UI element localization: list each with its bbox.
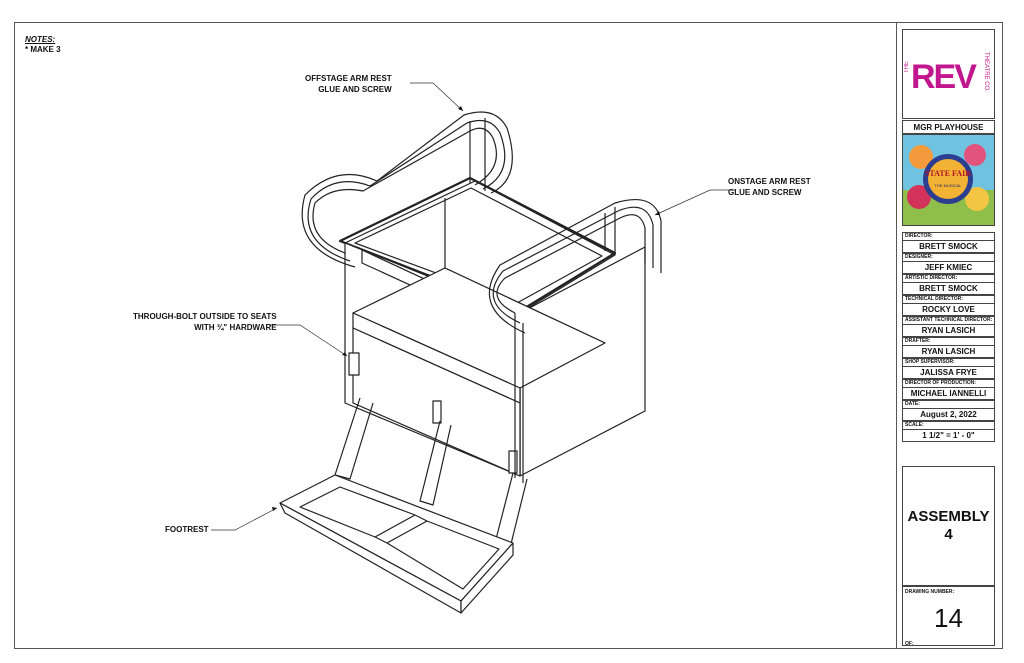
- drawing-area: NOTES: * MAKE 3: [15, 23, 897, 648]
- credit-label: DIRECTOR OF PRODUCTION:: [902, 379, 995, 387]
- credit-value: MICHAEL IANNELLI: [902, 387, 995, 400]
- credit-value: JALISSA FRYE: [902, 366, 995, 379]
- assembly-title: ASSEMBLY 4: [902, 466, 995, 586]
- drawing-number: 14: [934, 603, 963, 633]
- credit-value: RYAN LASICH: [902, 324, 995, 337]
- offstage-arm-rest: [312, 127, 497, 255]
- onstage-arm-rest: [496, 214, 646, 314]
- poster-subtitle: THE MUSICAL: [935, 183, 963, 188]
- credit-label: ARTISTIC DIRECTOR:: [902, 274, 995, 282]
- credit-value: RYAN LASICH: [902, 345, 995, 358]
- callout-through-bolt: THROUGH-BOLT OUTSIDE TO SEATS WITH ¾" HA…: [133, 312, 277, 332]
- poster-title: STATE FAIR: [925, 169, 971, 178]
- credit-label: SCALE:: [902, 421, 995, 429]
- venue-name: MGR PLAYHOUSE: [902, 120, 995, 134]
- logo-suffix: THEATRE CO.: [983, 52, 989, 92]
- credit-label: DATE:: [902, 400, 995, 408]
- credit-value: BRETT SMOCK: [902, 282, 995, 295]
- of-label: OF:: [905, 641, 914, 647]
- credit-label: SHOP SUPERVISOR:: [902, 358, 995, 366]
- leader-through-bolt: [269, 324, 348, 357]
- logo-prefix: THE: [904, 61, 910, 73]
- left-leg: [334, 397, 374, 480]
- drawing-number-box: DRAWING NUMBER: 14: [902, 586, 995, 646]
- center-leg: [419, 420, 452, 506]
- drawing-number-label: DRAWING NUMBER:: [905, 589, 955, 595]
- credit-value: 1 1/2" = 1' - 0": [902, 429, 995, 442]
- notes-heading: NOTES:: [25, 35, 56, 44]
- logo-main-text: REV: [911, 58, 977, 96]
- credit-value: JEFF KMIEC: [902, 261, 995, 274]
- notes-block: NOTES: * MAKE 3: [25, 35, 61, 55]
- credit-value: BRETT SMOCK: [902, 240, 995, 253]
- drawing-sheet: NOTES: * MAKE 3: [14, 22, 1003, 649]
- poster-artwork: STATE FAIR THE MUSICAL: [903, 135, 994, 225]
- footrest-inner-right: [386, 520, 500, 590]
- credit-value: August 2, 2022: [902, 408, 995, 421]
- callout-offstage-arm-rest: OFFSTAGE ARM REST GLUE AND SCREW: [305, 74, 392, 94]
- company-logo: THE REV THEATRE CO.: [902, 29, 995, 119]
- credit-label: TECHNICAL DIRECTOR:: [902, 295, 995, 303]
- leader-onstage: [654, 189, 735, 216]
- bolt-block-center: [432, 400, 442, 424]
- show-poster-image: STATE FAIR THE MUSICAL: [902, 134, 995, 226]
- callout-onstage-arm-rest: ONSTAGE ARM REST GLUE AND SCREW: [728, 177, 811, 197]
- note-item: * MAKE 3: [25, 45, 61, 54]
- callout-footrest: FOOTREST: [165, 525, 209, 534]
- leader-offstage: [410, 82, 464, 112]
- seat-assembly-isometric-drawing: [211, 82, 735, 614]
- credit-value: ROCKY LOVE: [902, 303, 995, 316]
- leader-footrest: [211, 507, 278, 531]
- credit-label: DIRECTOR:: [902, 232, 995, 240]
- credit-label: ASSISTANT TECHNICAL DIRECTOR:: [902, 316, 995, 324]
- bolt-block-left: [348, 352, 360, 376]
- credit-label: DRAFTER:: [902, 337, 995, 345]
- credit-label: DESIGNER:: [902, 253, 995, 261]
